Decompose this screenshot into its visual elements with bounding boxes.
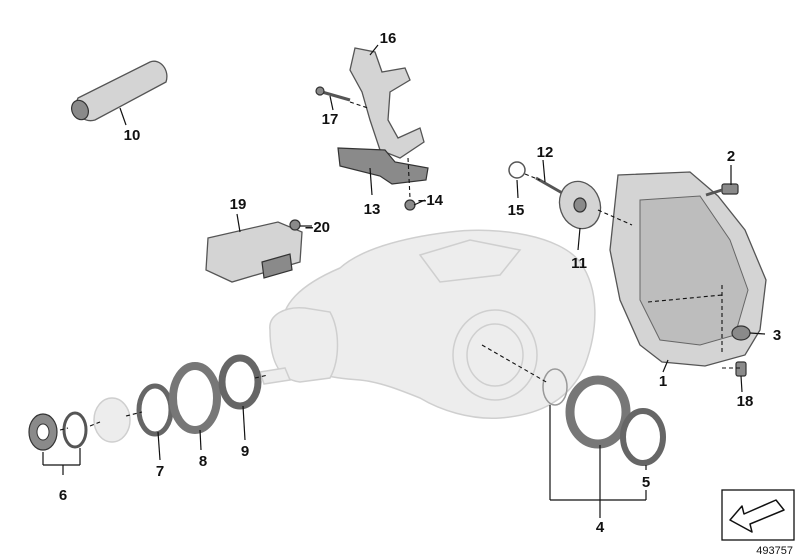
bolt-part-2 (705, 183, 739, 197)
differential-housing-ghost (259, 229, 596, 419)
plug-part-3 (731, 325, 751, 341)
callout-4: 4 (596, 519, 605, 536)
arrow-icon (729, 499, 785, 533)
nut-part-20 (289, 219, 301, 231)
reference-icon-box (721, 489, 795, 541)
callout-6: 6 (59, 487, 67, 504)
spacer-ring-part-7 (136, 383, 174, 437)
nut-part-14 (404, 199, 416, 211)
callout-19: 19 (230, 196, 247, 213)
flange-ghost (93, 397, 131, 443)
gear-part-11 (558, 180, 602, 230)
flange-nut-part-6 (28, 411, 88, 451)
shaft-seal-part-8 (169, 362, 221, 434)
control-unit-part-19 (205, 221, 303, 283)
leader-lines (42, 44, 766, 518)
circlip-part-15 (508, 161, 526, 179)
callout-15: 15 (508, 202, 525, 219)
callout-17: 17 (322, 111, 339, 128)
sensor-part-18 (735, 361, 747, 377)
rear-cover-part-1 (609, 171, 767, 367)
callout-3: 3 (773, 327, 781, 344)
callout-5: 5 (642, 474, 650, 491)
callout-13: 13 (364, 201, 381, 218)
callout-labels: 16 17 10 13 –14 19 –20 12 15 11 2 3 18 1… (59, 30, 781, 536)
callout-10: 10 (124, 127, 141, 144)
reference-number: 493757 (756, 545, 793, 557)
shaft-seal-part-9 (218, 354, 262, 410)
bolt-part-17 (315, 86, 351, 102)
callout-18: 18 (737, 393, 754, 410)
callout-8: 8 (199, 453, 207, 470)
callout-20: –20 (305, 219, 330, 236)
heat-shield-part-13 (337, 147, 429, 185)
o-ring-ghost (542, 368, 568, 406)
callout-7: 7 (156, 463, 164, 480)
callout-2: 2 (727, 148, 735, 165)
callout-11: 11 (571, 255, 587, 272)
sealant-tube-part-10 (71, 60, 168, 122)
callout-1: 1 (659, 373, 667, 390)
callout-9: 9 (241, 443, 249, 460)
callout-14: –14 (418, 192, 444, 209)
bracket-part-16 (349, 47, 425, 159)
bolt-part-12 (535, 176, 565, 196)
callout-16: 16 (380, 30, 397, 47)
assembly-dash-lines (59, 101, 740, 431)
bearing-part-5 (620, 408, 666, 466)
bearing-ring-part-4 (565, 375, 631, 449)
callout-12: 12 (537, 144, 554, 161)
